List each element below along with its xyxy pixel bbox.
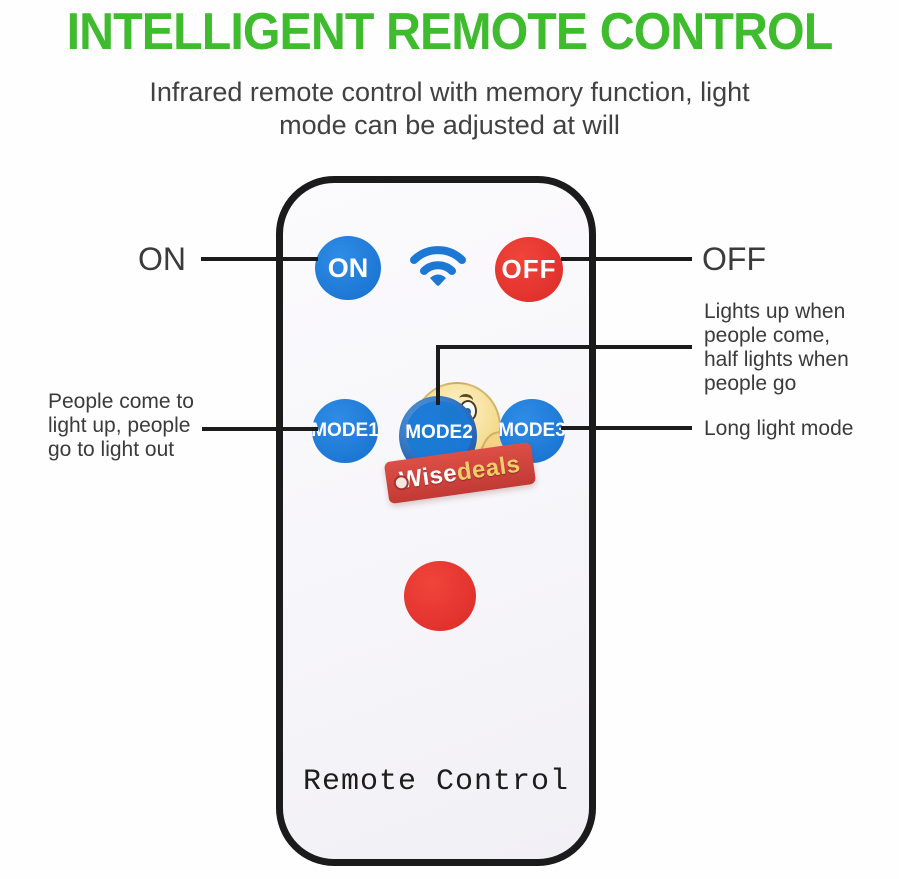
remote-control-label: Remote Control <box>302 765 570 799</box>
mode2-button-label: MODE2 <box>405 422 473 443</box>
callout-line-lights-vertical <box>436 345 440 405</box>
mode1-button: MODE1 <box>311 399 379 463</box>
off-button-label: OFF <box>501 254 557 284</box>
annotation-off-label: OFF <box>702 241 766 277</box>
annotation-lights-up-label: Lights up when people come, half lights … <box>704 300 849 395</box>
mode1-button-label: MODE1 <box>311 420 379 441</box>
watermark-deals-text: deals <box>455 450 523 487</box>
page-title: INTELLIGENT REMOTE CONTROL <box>66 3 834 61</box>
annotation-long-light-label: Long light mode <box>704 417 854 440</box>
off-button: OFF <box>495 237 563 302</box>
callout-line-mode3 <box>561 426 692 430</box>
annotation-on-label: ON <box>138 241 186 277</box>
callout-line-lights-horizontal <box>436 345 692 349</box>
mode3-button-label: MODE3 <box>498 420 566 441</box>
signal-led-button <box>404 561 476 631</box>
subtitle-text: Infrared remote control with memory func… <box>149 77 750 140</box>
callout-line-on <box>201 257 318 261</box>
on-button-label: ON <box>327 252 369 283</box>
callout-line-mode1 <box>202 427 318 431</box>
on-button: ON <box>315 236 381 300</box>
wifi-icon <box>410 246 466 286</box>
annotation-people-come-label: People come to light up, people go to li… <box>48 390 194 461</box>
callout-line-off <box>561 257 692 261</box>
